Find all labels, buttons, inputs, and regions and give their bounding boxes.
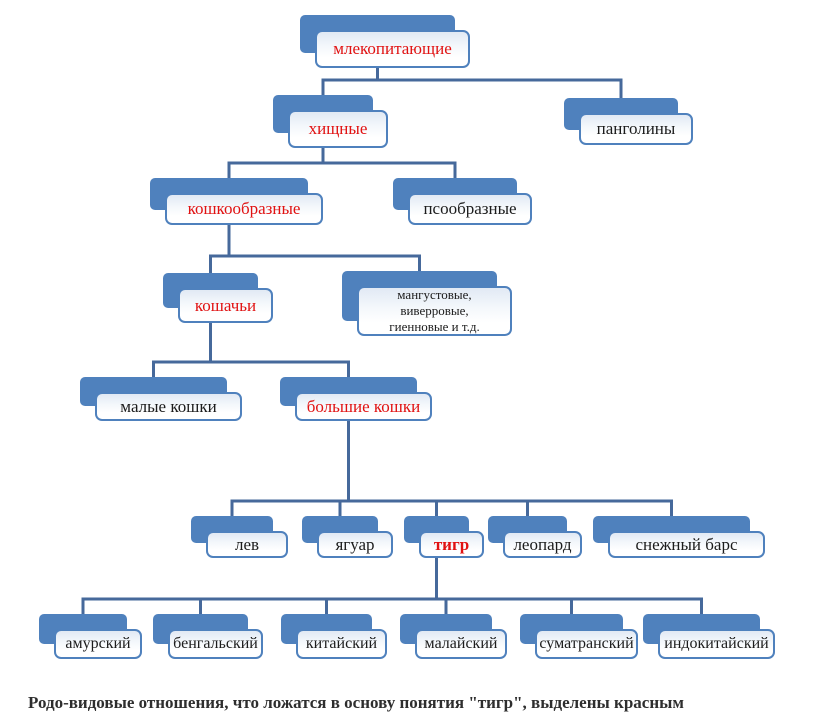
node-box: ягуар xyxy=(317,531,393,558)
node-box: бенгальский xyxy=(168,629,263,659)
node-label: кошачьи xyxy=(194,295,257,315)
node-malaysky: малайский xyxy=(400,614,507,659)
node-mlekopitayushchie: млекопитающие xyxy=(300,15,470,68)
node-malye-koshki: малые кошки xyxy=(80,377,242,421)
node-box: хищные xyxy=(288,110,388,148)
connector-koshkoobraznye xyxy=(209,223,421,279)
node-label: хищные xyxy=(308,119,368,139)
node-box: мангустовые, виверровые, гиенновые и т.д… xyxy=(357,286,512,336)
node-kitaysky: китайский xyxy=(281,614,387,659)
node-koshkoobraznye: кошкообразные xyxy=(150,178,323,225)
node-bengalsky: бенгальский xyxy=(153,614,263,659)
node-pangoliny: панголины xyxy=(564,98,693,145)
node-label: лев xyxy=(234,534,260,554)
node-box: снежный барс xyxy=(608,531,765,558)
node-label: большие кошки xyxy=(306,396,421,416)
node-amursky: амурский xyxy=(39,614,142,659)
caption: Родо-видовые отношения, что ложатся в ос… xyxy=(28,693,684,712)
node-lev: лев xyxy=(191,516,288,558)
node-box: леопард xyxy=(503,531,582,558)
node-label: снежный барс xyxy=(635,534,738,554)
node-label: млекопитающие xyxy=(333,39,452,59)
connector-tigr xyxy=(81,556,703,620)
node-label: китайский xyxy=(305,635,378,652)
node-tigr: тигр xyxy=(404,516,484,558)
node-label: амурский xyxy=(65,635,131,652)
node-label: индокитайский xyxy=(664,635,769,652)
connector-khishchnye xyxy=(227,146,457,184)
node-psoobraznye: псообразные xyxy=(393,178,532,225)
connector-bolshie-koshki xyxy=(230,419,673,522)
node-box: суматранский xyxy=(535,629,638,659)
node-snezhny-bars: снежный барс xyxy=(593,516,765,558)
node-label: тигр xyxy=(433,534,470,554)
node-box: панголины xyxy=(579,113,693,145)
node-box: кошачьи xyxy=(178,288,273,323)
node-leopard: леопард xyxy=(488,516,582,558)
node-label: панголины xyxy=(596,119,676,139)
node-koshachi: кошачьи xyxy=(163,273,273,323)
node-label: бенгальский xyxy=(173,635,258,652)
connector-mlekopitayushchie xyxy=(321,66,623,104)
node-box: кошкообразные xyxy=(165,193,323,225)
node-yaguar: ягуар xyxy=(302,516,393,558)
node-box: индокитайский xyxy=(658,629,775,659)
node-label: кошкообразные xyxy=(187,199,301,219)
node-label: псообразные xyxy=(423,199,517,219)
node-label: мангустовые, виверровые, гиенновые и т.д… xyxy=(389,286,480,335)
node-label: суматранский xyxy=(539,635,634,652)
node-box: китайский xyxy=(296,629,387,659)
connector-koshachi xyxy=(152,321,350,383)
node-label: леопард xyxy=(513,534,572,554)
node-box: малые кошки xyxy=(95,392,242,421)
node-khishchnye: хищные xyxy=(273,95,388,148)
node-box: псообразные xyxy=(408,193,532,225)
node-bolshie-koshki: большие кошки xyxy=(280,377,432,421)
node-box: амурский xyxy=(54,629,142,659)
node-label: ягуар xyxy=(335,534,375,554)
node-box: тигр xyxy=(419,531,484,558)
node-label: малайский xyxy=(424,635,498,652)
node-box: малайский xyxy=(415,629,507,659)
node-box: большие кошки xyxy=(295,392,432,421)
node-box: лев xyxy=(206,531,288,558)
node-sumatransky: суматранский xyxy=(520,614,638,659)
node-indokitaysky: индокитайский xyxy=(643,614,775,659)
node-box: млекопитающие xyxy=(315,30,470,68)
node-mangustovye: мангустовые, виверровые, гиенновые и т.д… xyxy=(342,271,512,336)
node-label: малые кошки xyxy=(120,396,217,416)
